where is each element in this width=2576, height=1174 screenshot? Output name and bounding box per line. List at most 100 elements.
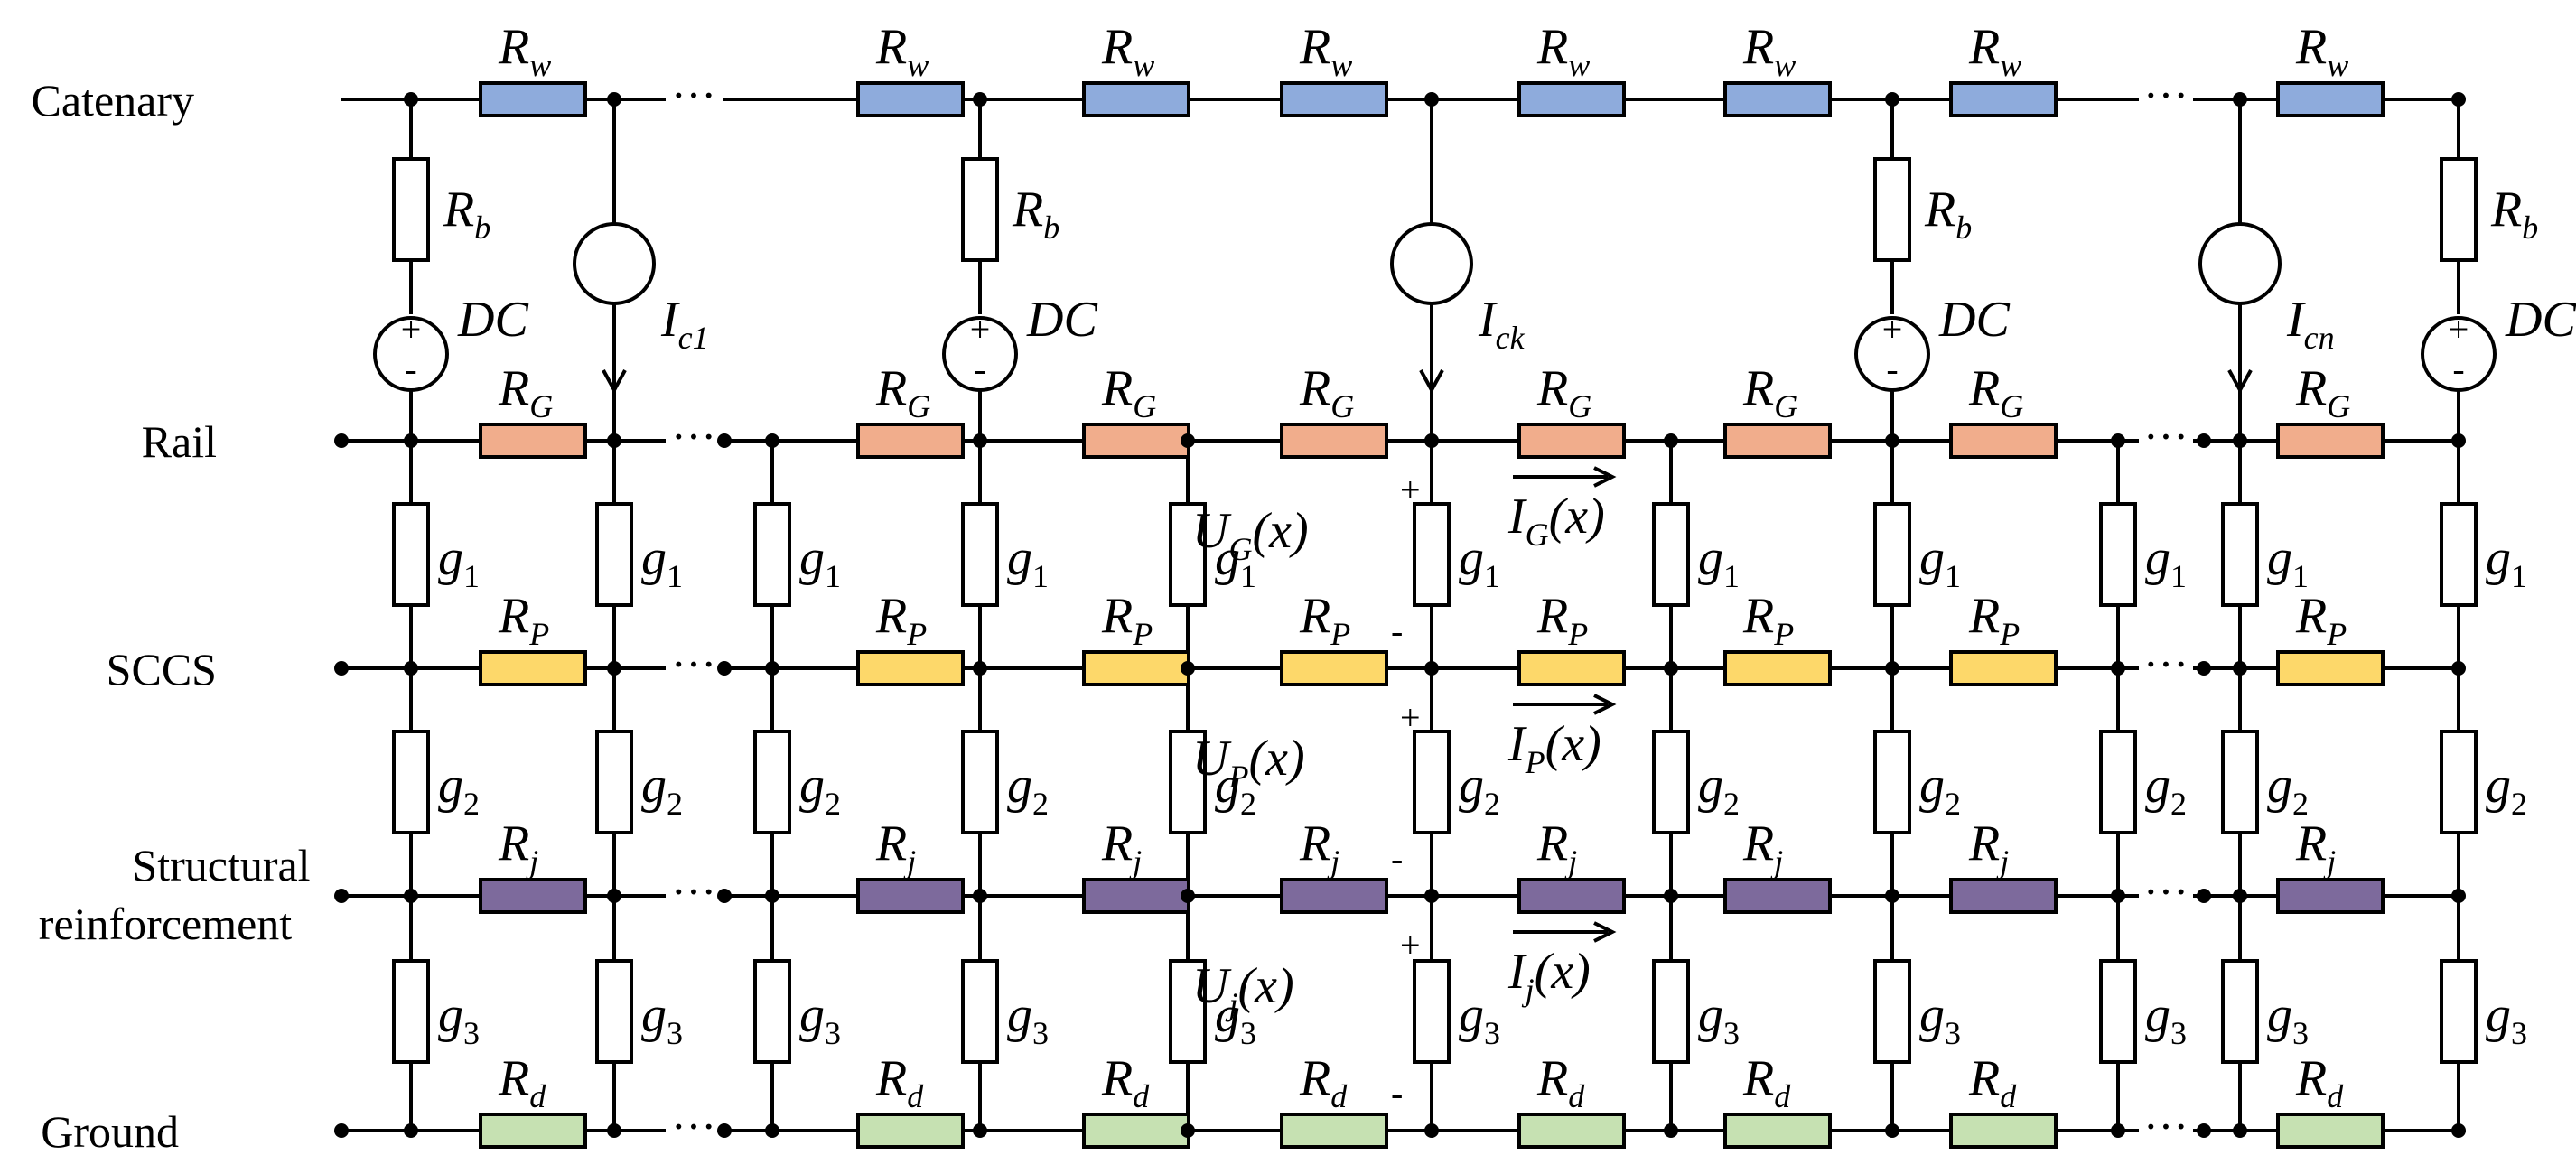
shunt-conductance xyxy=(1413,730,1451,834)
label-current-part: (x) xyxy=(1535,944,1591,1000)
label-shunt-part: g xyxy=(1459,758,1484,814)
label-shunt: g3 xyxy=(2145,987,2187,1051)
label-shunt-part: 1 xyxy=(1032,558,1049,594)
junction-dot xyxy=(1181,661,1195,676)
junction-dot xyxy=(404,661,418,676)
label-current-part: G xyxy=(1526,517,1549,553)
label-train-current-part: ck xyxy=(1496,320,1526,356)
label-rail-resistor: RG xyxy=(875,360,930,424)
junction-dot xyxy=(2451,661,2466,676)
current-arrow-head xyxy=(1593,466,1617,488)
sccs-resistor xyxy=(856,650,965,686)
label-structural-resistor-part: j xyxy=(2323,843,2336,880)
shunt-conductance xyxy=(1873,730,1911,834)
sccs-resistor xyxy=(1949,650,2058,686)
label-current-part: (x) xyxy=(1549,489,1605,545)
catenary-resistor xyxy=(1949,81,2058,117)
shunt-conductance xyxy=(2099,730,2137,834)
ground-resistor xyxy=(1723,1113,1832,1149)
label-shunt-part: g xyxy=(1919,758,1945,814)
junction-dot xyxy=(2233,1123,2247,1138)
label-shunt-part: g xyxy=(799,530,825,586)
label-voltage-part: G xyxy=(1228,531,1252,567)
label-structural-resistor-part: R xyxy=(1101,815,1133,871)
structural-resistor xyxy=(1949,878,2058,914)
label-shunt-part: g xyxy=(641,530,667,586)
label-shunt-part: 3 xyxy=(463,1015,480,1051)
label-current-part: I xyxy=(1507,489,1527,545)
label-shunt: g2 xyxy=(1007,758,1049,822)
label-voltage-part: (x) xyxy=(1252,503,1308,559)
label-train-current-part: I xyxy=(2286,292,2306,348)
junction-dot xyxy=(607,1123,621,1138)
label-voltage-part: (x) xyxy=(1248,731,1304,787)
label-voltage-part: U xyxy=(1192,503,1232,559)
label-shunt-part: g xyxy=(2145,530,2170,586)
junction-dot xyxy=(1424,661,1439,676)
label-sccs-resistor-part: R xyxy=(1536,588,1568,644)
label-rw-part: w xyxy=(2327,47,2348,83)
label-voltage-part: j xyxy=(1225,986,1237,1022)
junction-dot xyxy=(1424,92,1439,107)
label-voltage: UP(x) xyxy=(1192,731,1305,795)
junction-dot xyxy=(1885,889,1899,903)
label-rb: Rb xyxy=(443,182,490,246)
label-ground-resistor: Rd xyxy=(1968,1050,2017,1114)
rail-resistor xyxy=(1280,423,1388,459)
label-rail-resistor-part: G xyxy=(907,388,930,424)
shunt-conductance xyxy=(2221,730,2259,834)
label-rail-resistor-part: R xyxy=(1101,360,1133,416)
label-shunt: g2 xyxy=(2486,758,2527,822)
junction-dot xyxy=(1664,1123,1678,1138)
shunt-conductance xyxy=(595,959,633,1064)
junction-dot xyxy=(973,92,987,107)
label-current: IG(x) xyxy=(1507,489,1605,553)
junction-dot xyxy=(2451,1123,2466,1138)
shunt-conductance xyxy=(961,502,999,607)
label-rb-part: b xyxy=(1955,210,1972,246)
label-structural-resistor-part: j xyxy=(1564,843,1577,880)
shunt-conductance xyxy=(1413,502,1451,607)
label-rb-part: b xyxy=(1043,210,1059,246)
shunt-conductance xyxy=(392,730,430,834)
label-sccs-resistor: RP xyxy=(1742,588,1794,652)
label-shunt: g1 xyxy=(2145,530,2187,594)
label-ground-resistor-part: d xyxy=(529,1078,546,1114)
label-sccs-resistor-part: P xyxy=(1132,616,1153,652)
label-shunt-part: g xyxy=(1215,758,1240,814)
label-rb-part: b xyxy=(474,210,490,246)
shunt-conductance xyxy=(2221,502,2259,607)
label-shunt-part: g xyxy=(641,987,667,1043)
label-shunt-part: 3 xyxy=(1945,1015,1961,1051)
label-rw-part: R xyxy=(1968,19,2000,75)
label-shunt-part: 3 xyxy=(1032,1015,1049,1051)
label-rail-resistor-part: G xyxy=(2327,388,2350,424)
shunt-conductance xyxy=(1169,730,1207,834)
label-shunt-part: g xyxy=(1459,530,1484,586)
label-rw: Rw xyxy=(1299,19,1352,83)
junction-dot xyxy=(2233,92,2247,107)
label-shunt: g1 xyxy=(2267,530,2309,594)
label-sccs-resistor-part: P xyxy=(1773,616,1794,652)
label-rw: Rw xyxy=(1101,19,1154,83)
label-rw-part: R xyxy=(498,19,529,75)
junction-dot xyxy=(765,1123,779,1138)
junction-dot xyxy=(2197,661,2211,676)
ground-resistor xyxy=(856,1113,965,1149)
shunt-conductance xyxy=(595,502,633,607)
junction-dot xyxy=(1885,92,1899,107)
ellipsis: ··· xyxy=(2143,866,2189,917)
label-shunt-part: 1 xyxy=(1240,558,1256,594)
label-train-current-part: cn xyxy=(2304,320,2335,356)
label-rb: Rb xyxy=(1924,182,1972,246)
label-sccs-resistor: RP xyxy=(2295,588,2347,652)
label-voltage-part: P xyxy=(1227,759,1248,795)
label-shunt-part: g xyxy=(799,987,825,1043)
label-current: Ij(x) xyxy=(1507,944,1591,1008)
junction-dot xyxy=(717,1123,732,1138)
label-shunt-part: 2 xyxy=(2511,786,2527,822)
catenary-resistor xyxy=(1517,81,1626,117)
junction-dot xyxy=(334,661,349,676)
